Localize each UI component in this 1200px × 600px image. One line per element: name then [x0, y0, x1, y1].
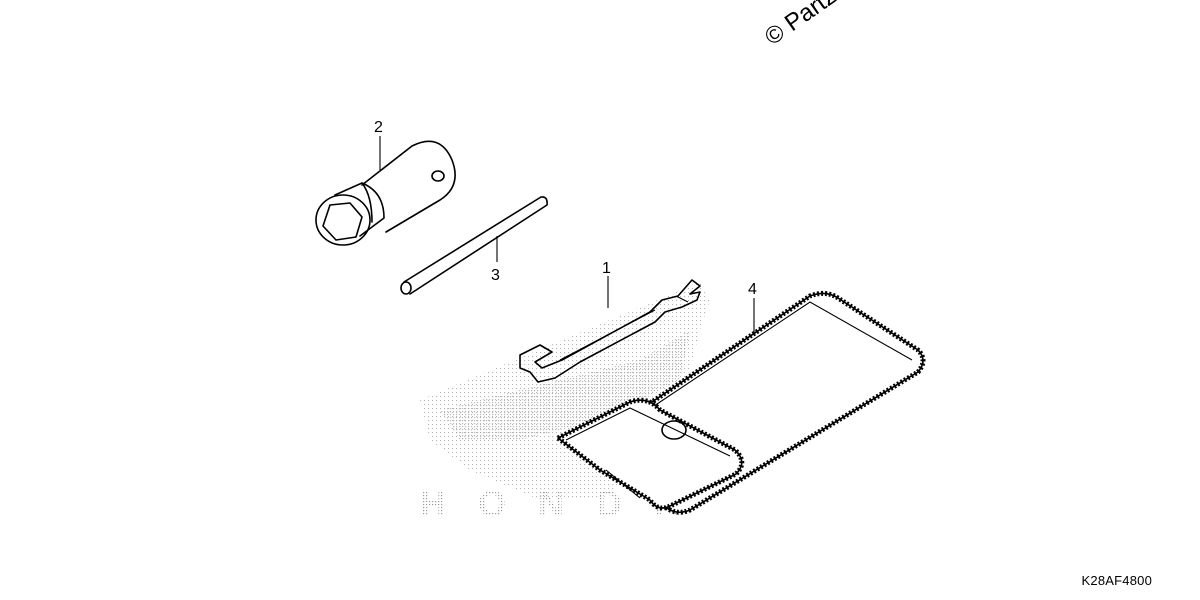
callout-number-2[interactable]: 2: [374, 119, 383, 136]
leader-lines: [379, 136, 755, 334]
callout-number-4[interactable]: 4: [748, 281, 757, 298]
spark-plug-socket-icon: [315, 140, 456, 246]
callout-number-3[interactable]: 3: [491, 267, 500, 284]
wrench-icon: [519, 279, 701, 383]
watermark-text: © Partz: [760, 0, 841, 51]
diagram-code: K28AF4800: [1081, 573, 1152, 588]
tool-bag-icon: [553, 290, 926, 515]
watermark: © Partz: [760, 0, 841, 51]
callout-labels: 2 3 1 4: [374, 119, 757, 298]
callout-number-1[interactable]: 1: [602, 260, 611, 277]
tommy-bar-icon: [400, 196, 548, 295]
